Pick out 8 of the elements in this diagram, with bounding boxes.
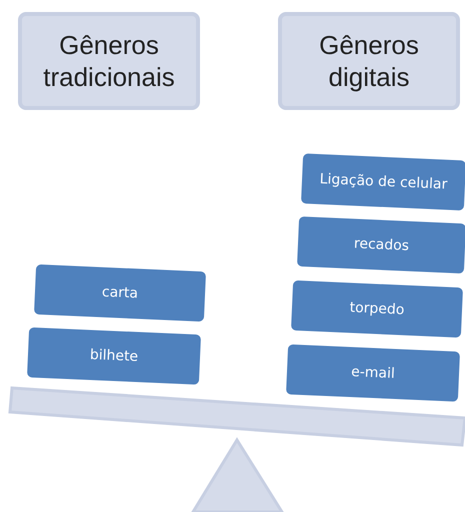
category-box: Gêneros digitais	[278, 12, 460, 110]
item-box: Ligação de celular	[300, 153, 465, 211]
item-box: torpedo	[291, 280, 463, 338]
category-box: Gêneros tradicionais	[18, 12, 200, 110]
item-box: e-mail	[286, 344, 460, 402]
item-box: recados	[297, 216, 465, 274]
item-box: bilhete	[27, 327, 201, 385]
item-box: carta	[34, 264, 206, 322]
